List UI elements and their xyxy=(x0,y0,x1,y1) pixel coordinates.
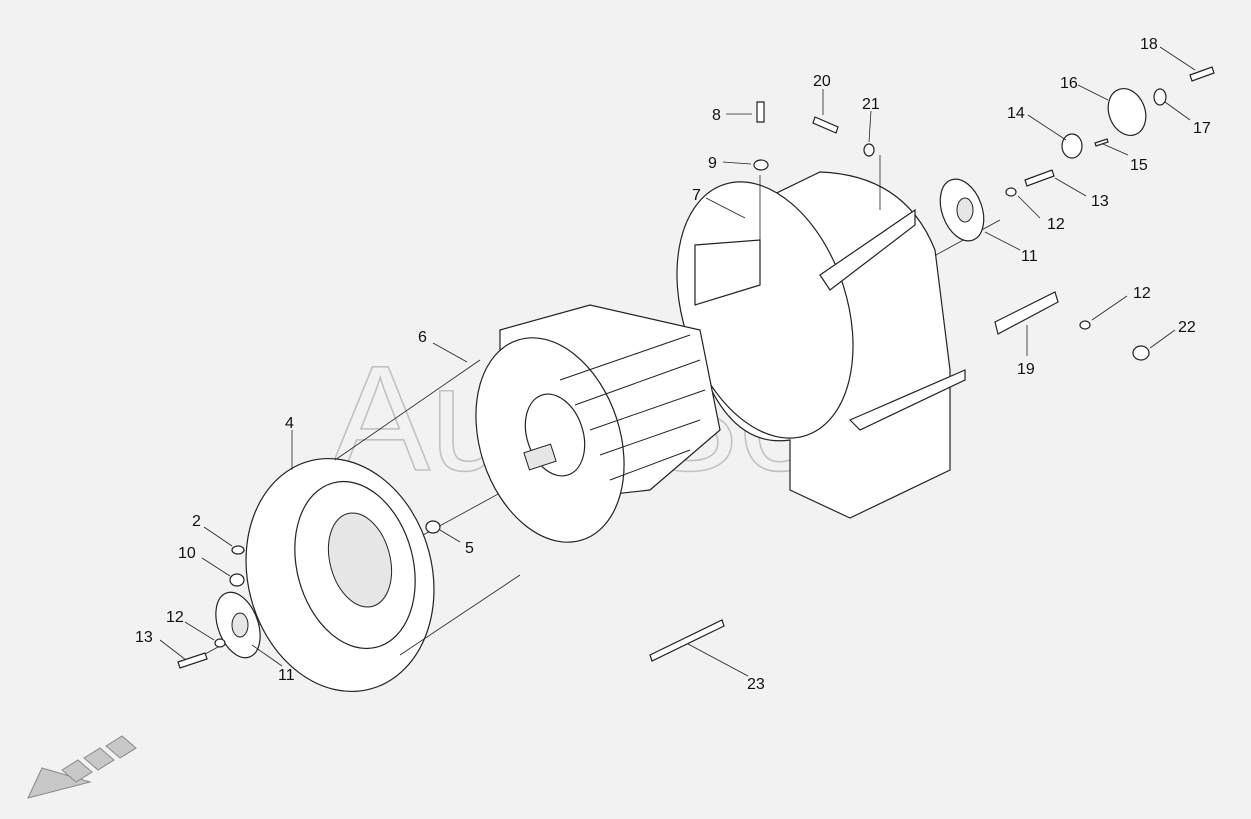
bolt-left-part-13 xyxy=(177,652,208,669)
leader-lines xyxy=(159,46,1196,677)
washer-part-2 xyxy=(231,545,245,555)
lock-washer-left-part-12 xyxy=(214,638,226,648)
bolt-part-18 xyxy=(1189,66,1215,82)
callout-18: 18 xyxy=(1140,36,1158,53)
callout-13-right: 13 xyxy=(1091,193,1109,210)
flange-bearing-left-part-11 xyxy=(215,591,261,659)
ring-part-14 xyxy=(1061,133,1083,159)
callout-7: 7 xyxy=(692,187,701,204)
key-bar-part-23 xyxy=(649,619,725,662)
callout-21: 21 xyxy=(862,96,880,113)
callout-20: 20 xyxy=(813,73,831,90)
callout-19: 19 xyxy=(1017,361,1035,378)
nut-part-5 xyxy=(425,520,441,534)
callout-11-left: 11 xyxy=(278,667,295,684)
callout-10: 10 xyxy=(178,545,196,562)
callout-6: 6 xyxy=(418,329,427,346)
bolt-part-8 xyxy=(756,101,765,123)
lock-washer-right-part-12 xyxy=(1005,187,1017,197)
callout-23: 23 xyxy=(747,676,765,693)
callout-16: 16 xyxy=(1060,75,1078,92)
front-housing-part-4 xyxy=(245,359,521,693)
callout-12-bracket: 12 xyxy=(1133,285,1151,302)
small-parts xyxy=(177,66,1215,669)
callout-11-right: 11 xyxy=(1021,248,1038,265)
callout-13-left: 13 xyxy=(135,629,153,646)
washer-part-21 xyxy=(863,143,875,157)
lock-washer-part-12 xyxy=(1079,320,1091,330)
callout-8: 8 xyxy=(712,107,721,124)
housing-part-7 xyxy=(676,155,966,519)
callout-labels: 2 4 5 6 7 8 9 10 11 11 12 12 12 13 13 14… xyxy=(135,36,1211,693)
nut-part-22 xyxy=(1132,345,1150,361)
washer-part-9 xyxy=(753,159,769,171)
callout-4: 4 xyxy=(285,415,294,432)
nut-part-10 xyxy=(229,573,245,587)
callout-14: 14 xyxy=(1007,105,1025,122)
callout-22: 22 xyxy=(1178,319,1196,336)
bolt-part-20 xyxy=(812,116,839,134)
bracket-part-19 xyxy=(994,291,1059,335)
direction-arrow xyxy=(27,735,137,799)
callout-5: 5 xyxy=(465,540,474,557)
callout-12-left: 12 xyxy=(166,609,184,626)
callout-15: 15 xyxy=(1130,157,1148,174)
key-part-15 xyxy=(1094,138,1109,147)
callout-12-right: 12 xyxy=(1047,216,1065,233)
washer-part-17 xyxy=(1153,88,1167,106)
callout-17: 17 xyxy=(1193,120,1211,137)
callout-9: 9 xyxy=(708,155,717,172)
flange-bearing-right-part-11 xyxy=(939,178,985,242)
bolt-right-part-13 xyxy=(1024,169,1055,187)
callout-2: 2 xyxy=(192,513,201,530)
impeller-part-6 xyxy=(475,304,721,543)
pulley-part-16 xyxy=(1107,88,1147,136)
